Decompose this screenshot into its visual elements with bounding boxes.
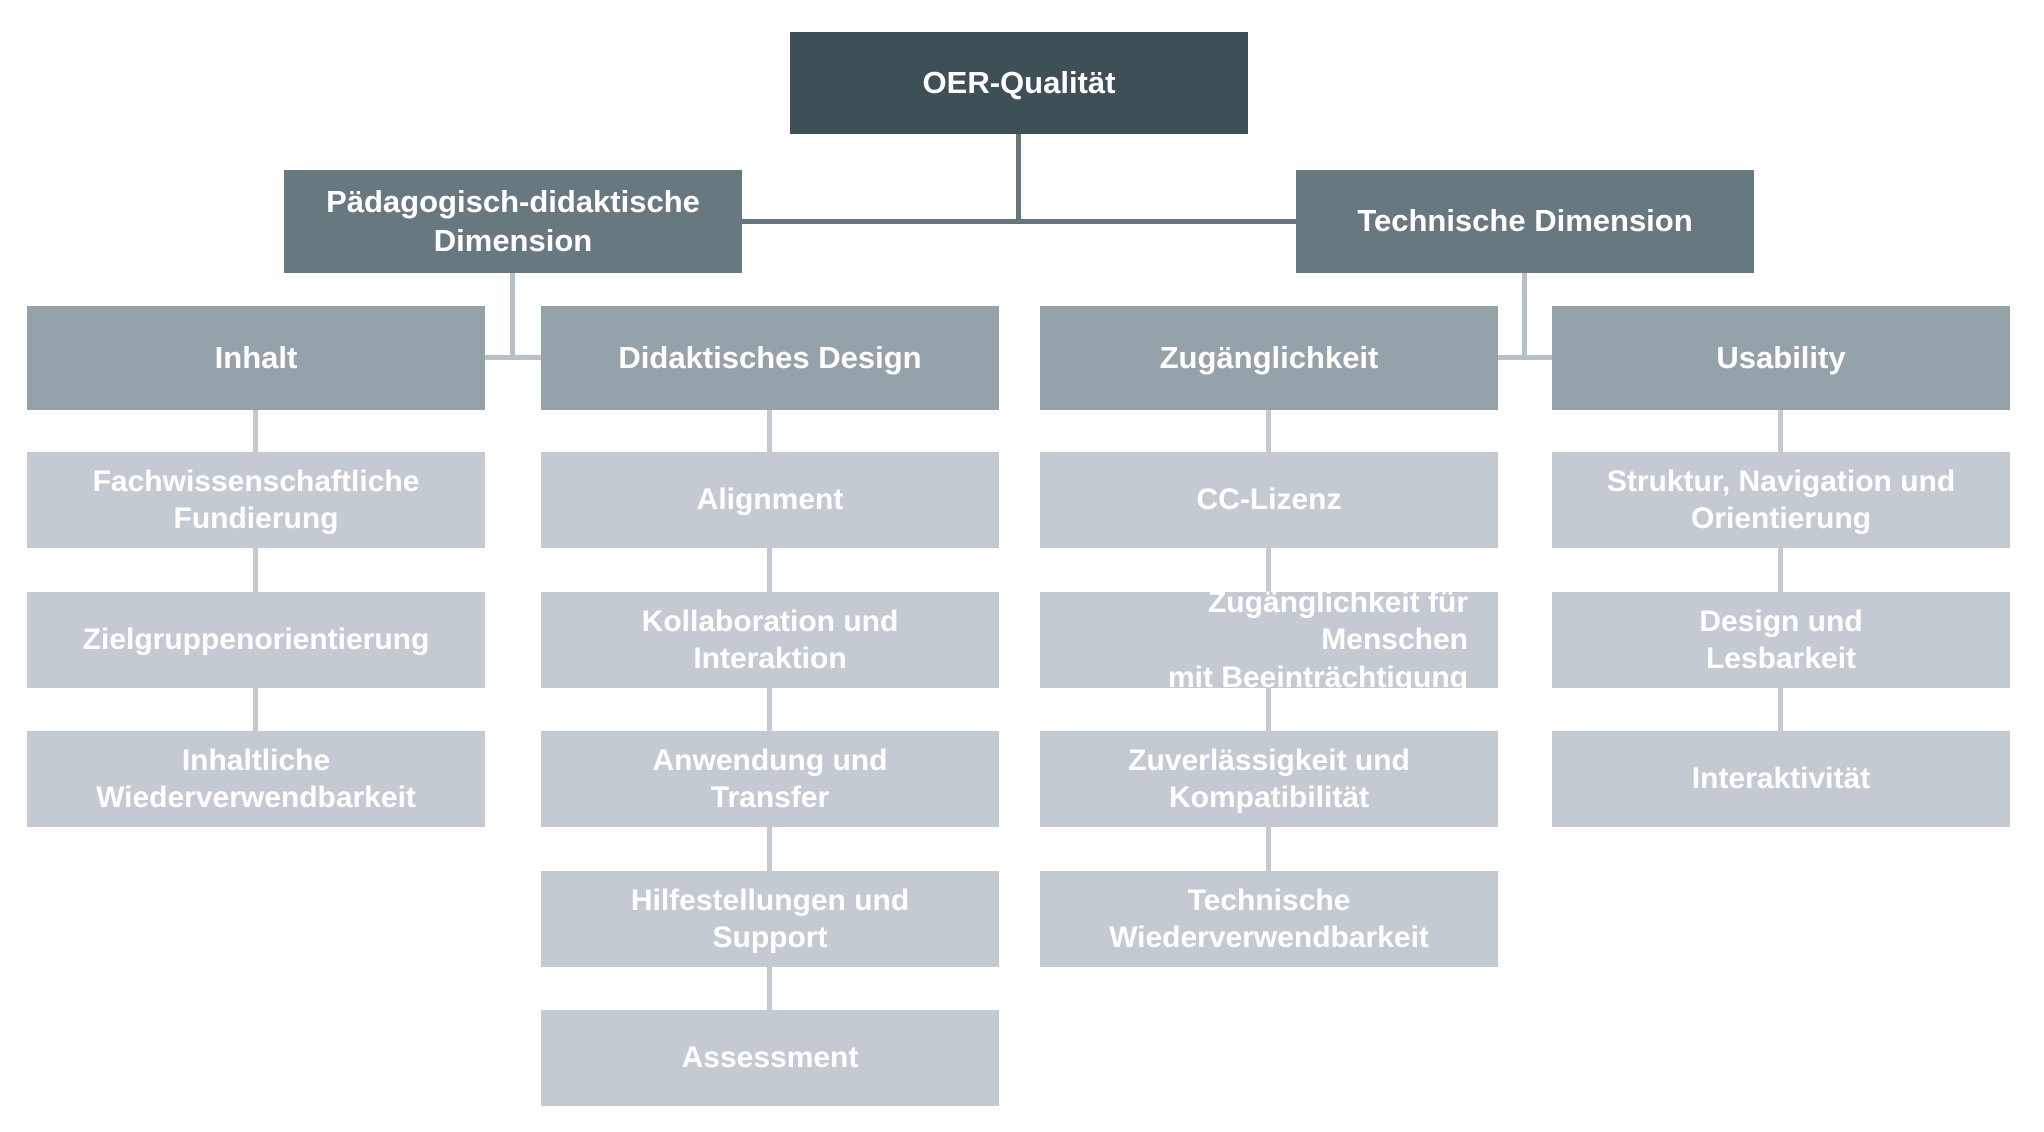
connector-col4-1 [1778,410,1783,452]
connector-col4-2 [1778,548,1783,592]
connector-col1-3 [253,688,258,731]
connector-col3-3 [1266,688,1271,731]
item-assessment: Assessment [541,1010,999,1106]
connector-col2-4 [767,827,772,871]
connector-root-horizontal [742,219,1296,224]
connector-col3-2 [1266,548,1271,592]
item-inhaltliche-wiederverwendbarkeit: Inhaltliche Wiederverwendbarkeit [27,731,485,827]
connector-col4-3 [1778,688,1783,731]
item-anwendung-und-transfer: Anwendung und Transfer [541,731,999,827]
column-header-didaktisches-design: Didaktisches Design [541,306,999,410]
connector-technisch-horizontal [1498,355,1552,360]
dimension-box-paedagogisch-didaktisch: Pädagogisch-didaktische Dimension [284,170,742,273]
connector-col1-2 [253,548,258,592]
item-interaktivitaet: Interaktivität [1552,731,2010,827]
connector-col2-5 [767,967,772,1010]
connector-col2-1 [767,410,772,452]
connector-root-vertical [1016,134,1021,224]
connector-col2-2 [767,548,772,592]
connector-paedagogisch-vertical [510,273,515,360]
item-hilfestellungen-und-support: Hilfestellungen und Support [541,871,999,967]
connector-paedagogisch-horizontal [485,355,541,360]
item-zuverlaessigkeit-und-kompatibilitaet: Zuverlässigkeit und Kompatibilität [1040,731,1498,827]
column-header-usability: Usability [1552,306,2010,410]
item-cc-lizenz: CC-Lizenz [1040,452,1498,548]
item-alignment: Alignment [541,452,999,548]
item-zielgruppenorientierung: Zielgruppenorientierung [27,592,485,688]
item-design-und-lesbarkeit: Design und Lesbarkeit [1552,592,2010,688]
root-box-oer-qualitaet: OER-Qualität [790,32,1248,134]
item-struktur-navigation-und-orientierung: Struktur, Navigation und Orientierung [1552,452,2010,548]
item-fachwissenschaftliche-fundierung: Fachwissenschaftliche Fundierung [27,452,485,548]
column-header-inhalt: Inhalt [27,306,485,410]
connector-col1-1 [253,410,258,452]
column-header-zugaenglichkeit: Zugänglichkeit [1040,306,1498,410]
connector-col2-3 [767,688,772,731]
item-zugaenglichkeit-fuer-menschen-mit-beeintraechtigung: Zugänglichkeit für Menschen mit Beeinträ… [1040,586,1498,694]
dimension-box-technisch: Technische Dimension [1296,170,1754,273]
connector-col3-4 [1266,827,1271,871]
connector-technisch-vertical [1522,273,1527,360]
connector-col3-1 [1266,410,1271,452]
item-kollaboration-und-interaktion: Kollaboration und Interaktion [541,592,999,688]
item-technische-wiederverwendbarkeit: Technische Wiederverwendbarkeit [1040,871,1498,967]
